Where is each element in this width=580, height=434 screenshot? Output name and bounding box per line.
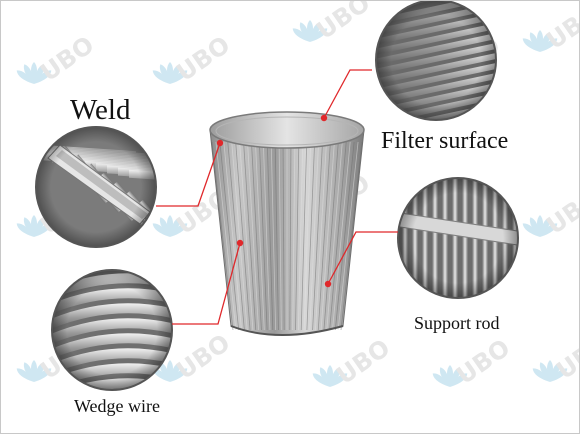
weld-label: Weld bbox=[70, 94, 131, 126]
ubo-leaf-logo-icon: UBO bbox=[16, 31, 99, 87]
ubo-leaf-logo-icon: UBO bbox=[432, 334, 515, 390]
wedge-wire-callout bbox=[172, 239, 244, 325]
ubo-leaf-logo-icon: UBO bbox=[152, 31, 235, 87]
watermark-text: UBO bbox=[171, 329, 235, 385]
watermark-text: UBO bbox=[171, 31, 235, 87]
support-rod-callout bbox=[324, 231, 398, 288]
ubo-leaf-logo-icon: UBO bbox=[292, 0, 375, 45]
red-dot-icon bbox=[236, 239, 244, 247]
wedge-wire-screen-cylinder bbox=[209, 111, 365, 336]
watermark-text: UBO bbox=[331, 334, 395, 390]
weld-callout bbox=[156, 139, 224, 207]
red-dot-icon bbox=[320, 114, 328, 122]
callout-lines bbox=[156, 69, 398, 325]
wedge-wire-detail-circle bbox=[51, 269, 173, 391]
support-rod-label: Support rod bbox=[414, 313, 500, 333]
watermark-text: UBO bbox=[451, 334, 515, 390]
filter-surface-detail-circle bbox=[375, 0, 497, 121]
watermark-text: UBO bbox=[311, 0, 375, 45]
ubo-leaf-logo-icon: UBO bbox=[532, 329, 580, 385]
ubo-leaf-logo-icon: UBO bbox=[522, 0, 580, 55]
ubo-leaf-logo-icon: UBO bbox=[312, 334, 395, 390]
red-dot-icon bbox=[324, 280, 332, 288]
wedge-wire-label: Wedge wire bbox=[74, 396, 161, 416]
filter-surface-callout bbox=[320, 69, 372, 122]
red-dot-icon bbox=[216, 139, 224, 147]
filter-surface-label: Filter surface bbox=[381, 128, 509, 154]
watermark-text: UBO bbox=[35, 31, 99, 87]
ubo-leaf-logo-icon: UBO bbox=[522, 184, 580, 240]
support-rod-detail-circle bbox=[397, 177, 519, 299]
